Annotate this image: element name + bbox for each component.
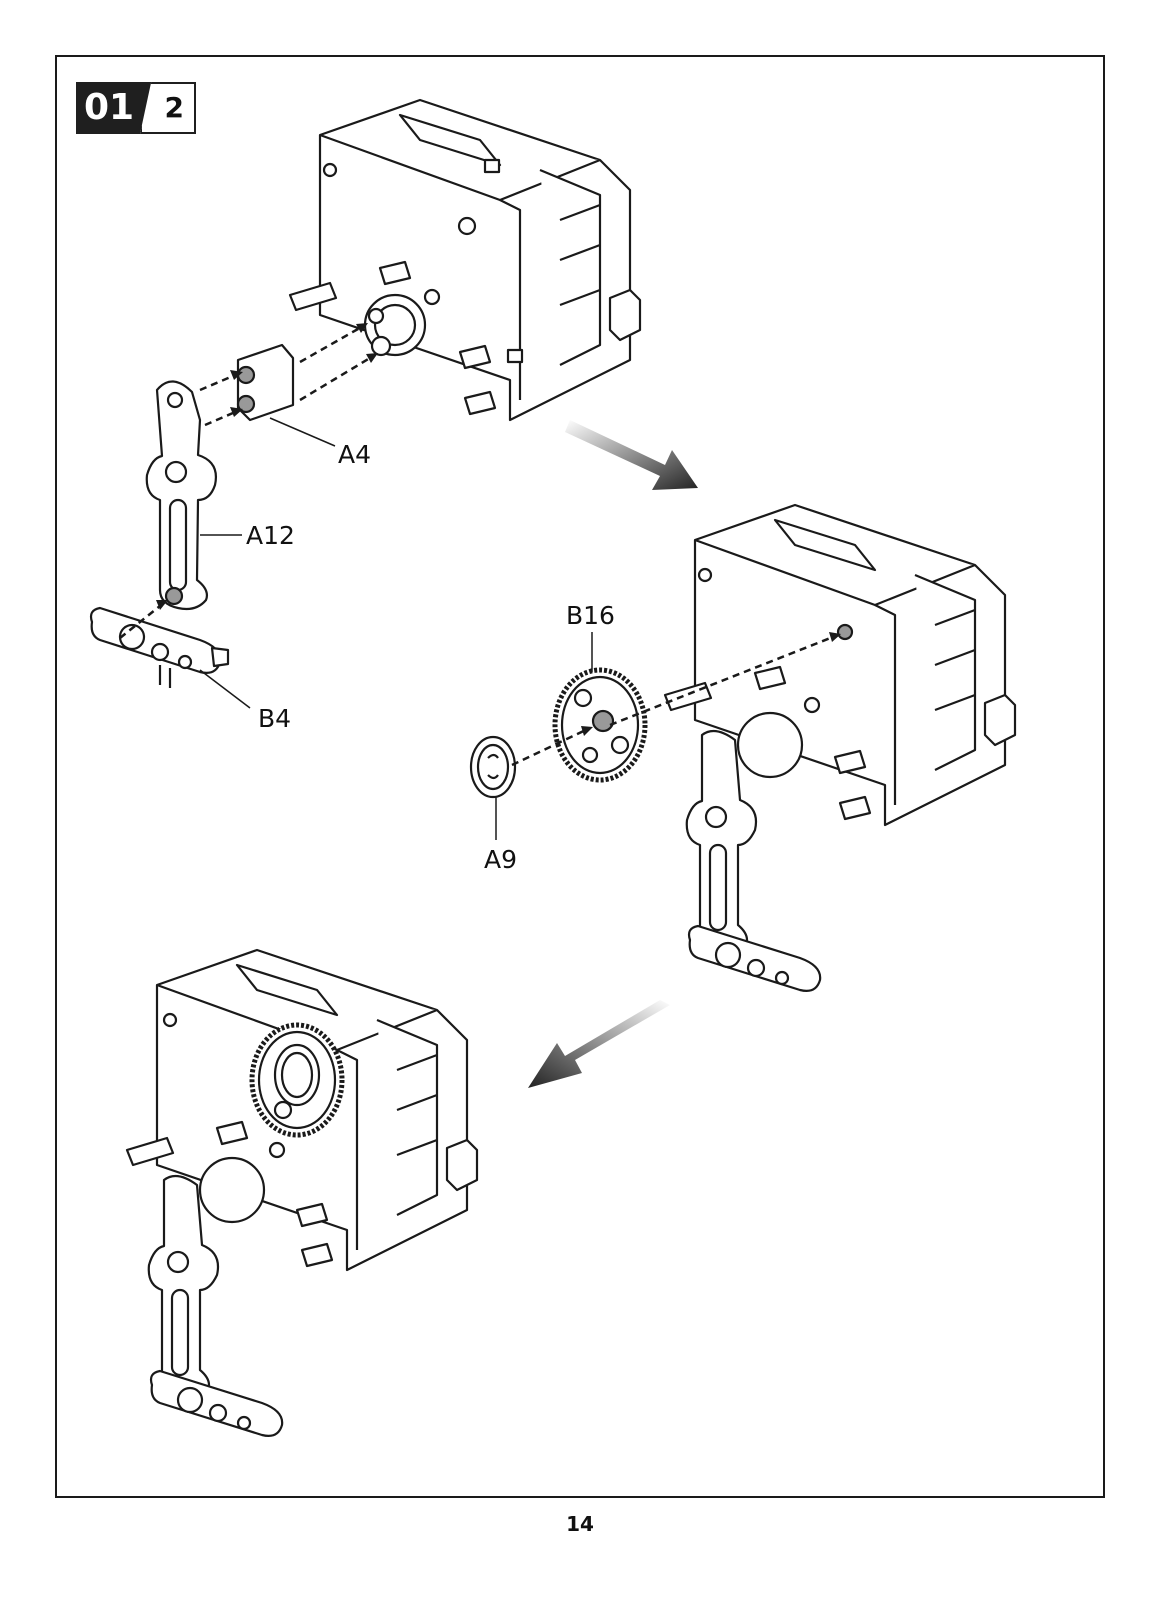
part-a12 [147,381,216,609]
gearbox-bottom [127,950,477,1436]
process-arrow-2 [528,1000,670,1088]
process-arrow-1 [565,420,698,490]
label-a12: A12 [246,521,295,550]
part-b16 [555,670,645,780]
leader-lines [200,418,592,840]
gearbox-middle [665,505,1015,991]
label-a9: A9 [484,845,517,874]
gearbox-top [290,100,640,420]
label-b4: B4 [258,704,291,733]
label-b16: B16 [566,601,615,630]
label-a4: A4 [338,440,371,469]
part-a9 [471,737,515,797]
page-number: 14 [0,1512,1160,1536]
part-a4 [238,345,293,420]
